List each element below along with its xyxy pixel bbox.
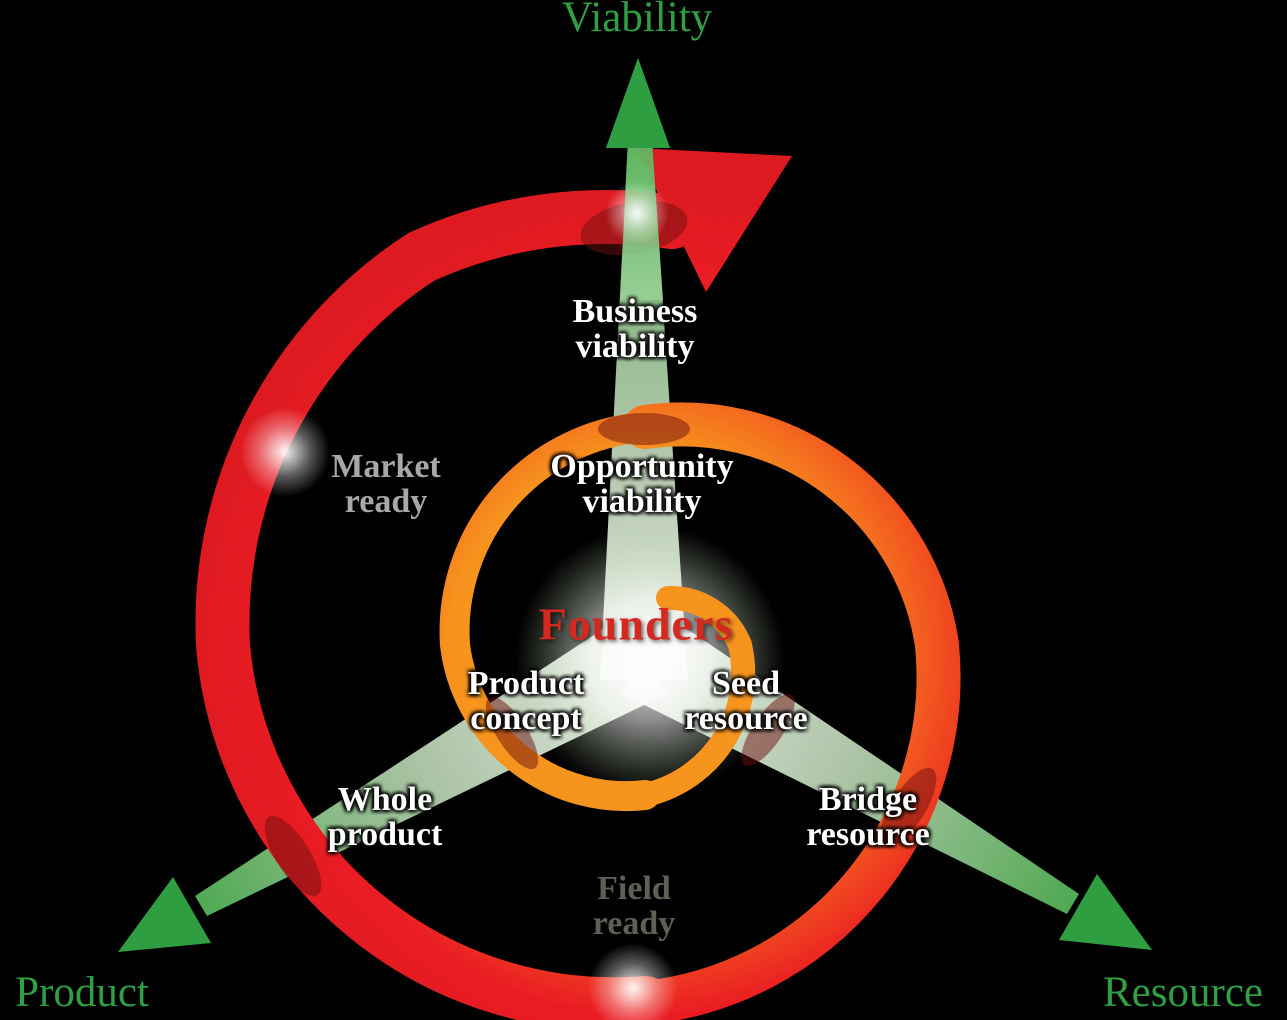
shadow-outer-left-crossing (264, 815, 322, 897)
label-opportunity-viability: Opportunity viability (550, 447, 734, 520)
spiral-turn-inner (633, 585, 756, 807)
shadow-ring-left-crossing (485, 696, 539, 770)
label-market-ready: Market ready (331, 447, 441, 520)
axis-label-viability: Viability (561, 0, 713, 41)
shadow-ring-right-crossing (741, 694, 795, 766)
highlight-top-crossing (605, 181, 669, 245)
spiral-arrowhead-icon (636, 148, 792, 292)
shadow-outer-right-crossing (879, 767, 937, 849)
resource-arrowhead-icon (1059, 874, 1152, 950)
label-bridge-resource: Bridge resource (806, 780, 930, 853)
label-business-viability: Business viability (572, 292, 698, 365)
growth-spiral (195, 189, 961, 1020)
highlight-left-band (240, 407, 330, 497)
shadow-ring-top-crossing (598, 413, 690, 445)
spiral-turn-middle (439, 412, 660, 812)
highlight-bottom-band (588, 943, 678, 1020)
axis-label-resource: Resource (1103, 968, 1263, 1016)
viability-arrowhead-front-icon (606, 58, 670, 148)
label-founders: Founders (538, 598, 734, 650)
axis-label-product: Product (15, 968, 149, 1016)
label-product-concept: Product concept (467, 664, 585, 737)
highlight-spots (240, 181, 678, 1020)
label-field-ready: Field ready (592, 869, 676, 942)
label-whole-product: Whole product (327, 780, 443, 853)
spiral-turn-outer (623, 402, 961, 1020)
spiral-turn-final (195, 189, 699, 1020)
label-seed-resource: Seed resource (684, 664, 808, 737)
product-arrowhead-icon (118, 877, 211, 952)
